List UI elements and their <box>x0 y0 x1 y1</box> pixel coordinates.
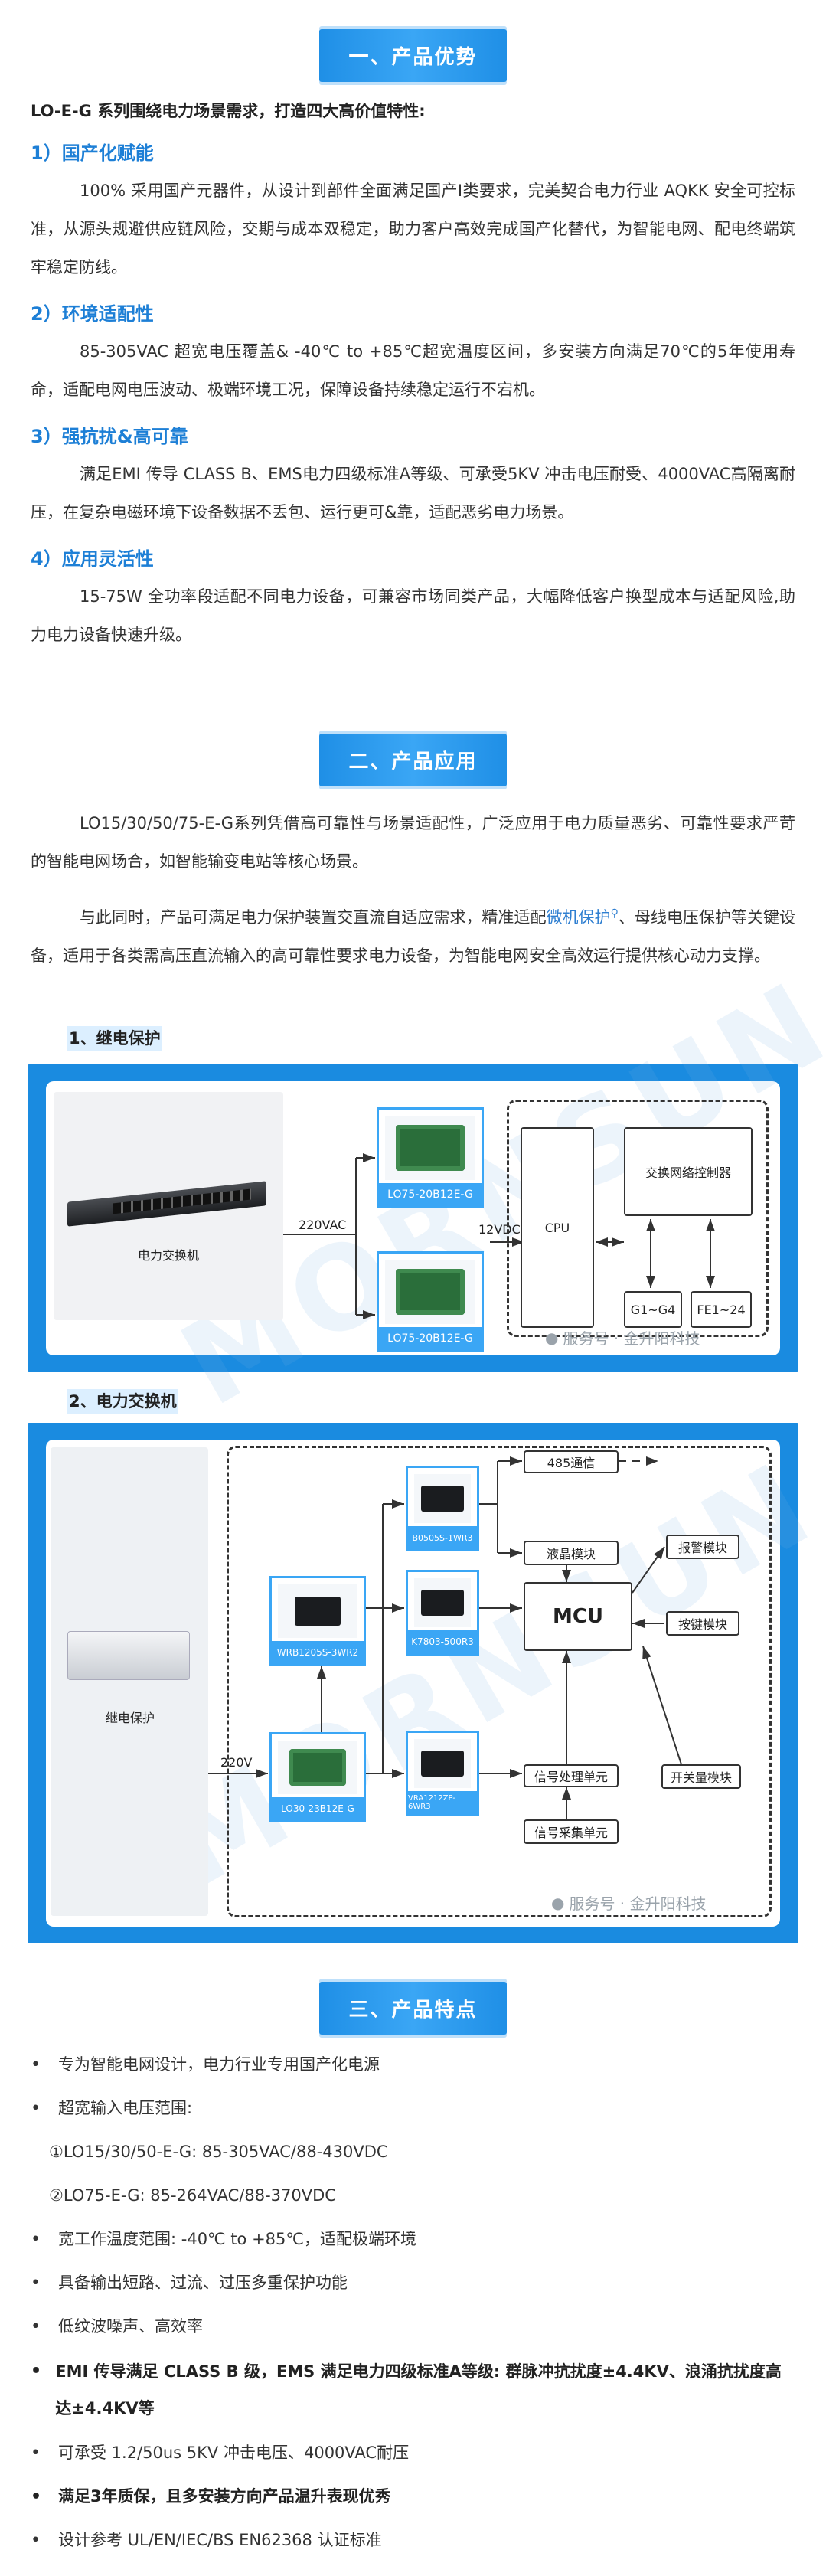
app1-title: 1、继电保护 <box>0 1023 826 1054</box>
port-fe-block: FE1~24 <box>691 1291 752 1328</box>
module-wrb1205s: WRB1205S-3WR2 <box>269 1576 366 1666</box>
connection-lines-2 <box>208 1456 682 1819</box>
keys-block: 按键模块 <box>666 1611 739 1636</box>
feature-item: •EMI 传导满足 CLASS B 级，EMS 满足电力四级标准A等级: 群脉冲… <box>31 2362 782 2417</box>
control-dashed-area-2 <box>227 1446 772 1917</box>
feature-subitem: ①LO15/30/50-E-G: 85-305VAC/88-430VDC <box>49 2143 388 2161</box>
section1-text-4: 15-75W 全功率段适配不同电力设备，可兼容市场同类产品，大幅降低客户换型成本… <box>31 587 795 644</box>
feature-item: •满足3年质保，且多安装方向产品温升表现优秀 <box>31 2487 391 2506</box>
mcu-block: MCU <box>524 1582 632 1651</box>
feature-subitem: ②LO75-E-G: 85-264VAC/88-370VDC <box>49 2186 336 2205</box>
alarm-block: 报警模块 <box>666 1535 739 1559</box>
section1-text-2: 85-305VAC 超宽电压覆盖& -40℃ to +85℃超宽温度区间，多安装… <box>31 342 795 399</box>
section2-paragraph-2: 与此同时，产品可满足电力保护装置交直流自适应需求，精准适配微机保护⚲、母线电压保… <box>31 907 796 965</box>
app2-title: 2、电力交换机 <box>0 1386 826 1417</box>
module-lo75-bottom: LO75-20B12E-G <box>377 1251 484 1352</box>
port-g-block: G1~G4 <box>624 1291 682 1328</box>
output-voltage-label: 12VDC <box>478 1222 521 1237</box>
control-dashed-area <box>507 1100 769 1337</box>
module-lo75-top: LO75-20B12E-G <box>377 1107 484 1208</box>
connection-lines <box>283 1153 715 1319</box>
wechat-icon: ● <box>551 1893 565 1912</box>
feature-item: •宽工作温度范围: -40℃ to +85℃，适配极端环境 <box>31 2230 416 2249</box>
section3-title-banner: 三、产品特点 <box>319 1982 507 2035</box>
wechat-watermark: ●服务号 · 金升阳科技 <box>545 1328 700 1348</box>
feature-item: •专为智能电网设计，电力行业专用国产化电源 <box>31 2055 380 2074</box>
search-icon[interactable]: ⚲ <box>610 907 619 920</box>
signal-processing-block: 信号处理单元 <box>524 1764 619 1787</box>
section2-paragraph-1: LO15/30/50/75-E-G系列凭借高可靠性与场景适配性，广泛应用于电力质… <box>31 814 795 871</box>
power-switch-diagram: MORNSUN 继电保护 <box>28 1423 826 1943</box>
lcd-block: 液晶模块 <box>524 1541 619 1565</box>
feature-list: •专为智能电网设计，电力行业专用国产化电源 •超宽输入电压范围: ①LO15/3… <box>0 2043 826 2562</box>
section1-heading-3: 3）强抗扰&高可靠 <box>31 426 188 447</box>
section1-heading-2: 2）环境适配性 <box>31 303 154 325</box>
device-panel-2: 继电保护 <box>51 1447 208 1916</box>
device-label: 电力交换机 <box>138 1248 200 1263</box>
feature-item: •超宽输入电压范围: <box>31 2099 193 2118</box>
wechat-icon: ● <box>545 1328 559 1347</box>
input-voltage-label: 220VAC <box>299 1218 347 1232</box>
wechat-watermark-2: ●服务号 · 金升阳科技 <box>551 1893 707 1914</box>
section1-lead: LO-E-G 系列围绕电力场景需求，打造四大高价值特性: <box>31 102 426 120</box>
device-panel: 电力交换机 <box>54 1092 283 1320</box>
link-microprotection[interactable]: 微机保护⚲ <box>546 907 619 927</box>
feature-item: •设计参考 UL/EN/IEC/BS EN62368 认证标准 <box>31 2531 382 2550</box>
comm485-block: 485通信 <box>524 1450 619 1473</box>
section1-title-banner: 一、产品优势 <box>319 29 507 82</box>
feature-item: •可承受 1.2/50us 5KV 冲击电压、4000VAC耐压 <box>31 2444 410 2463</box>
section1-heading-1: 1）国产化赋能 <box>31 142 154 164</box>
section1-text-3: 满足EMI 传导 CLASS B、EMS电力四级标准A等级、可承受5KV 冲击电… <box>31 465 795 521</box>
signal-acquisition-block: 信号采集单元 <box>524 1819 619 1844</box>
module-k7803: K7803-500R3 <box>406 1570 479 1656</box>
section2-title-banner: 二、产品应用 <box>319 734 507 786</box>
feature-item: •具备输出短路、过流、过压多重保护功能 <box>31 2274 348 2293</box>
cpu-block: CPU <box>521 1127 594 1328</box>
module-lo30: LO30-23B12E-G <box>269 1732 366 1822</box>
feature-item: •低纹波噪声、高效率 <box>31 2317 203 2336</box>
relay-device-image <box>67 1631 190 1680</box>
module-b0505s: B0505S-1WR3 <box>406 1466 479 1551</box>
section1-heading-4: 4）应用灵活性 <box>31 548 154 570</box>
switch-module-block: 开关量模块 <box>661 1764 741 1789</box>
device-label-2: 继电保护 <box>106 1711 155 1725</box>
relay-protection-diagram: MORNSUN 电力交换机 220VAC 12VDC LO75-20B12E-G <box>28 956 826 1432</box>
switch-controller-block: 交换网络控制器 <box>624 1127 753 1216</box>
module-vra1212zp: VRA1212ZP-6WR3 <box>406 1731 479 1816</box>
section1-text-1: 100% 采用国产元器件，从设计到部件全面满足国产I类要求，完美契合电力行业 A… <box>31 181 795 276</box>
